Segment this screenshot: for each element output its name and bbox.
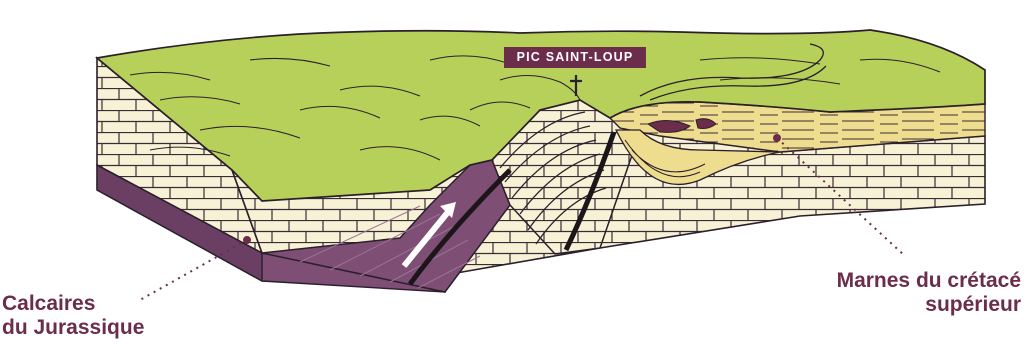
grass-surface [95, 29, 986, 202]
fault-motion-arrow-icon [401, 202, 456, 268]
jurassic-limestone-label: Calcaires du Jurassique [2, 292, 144, 340]
jurassic-label-line-2: du Jurassique [2, 316, 145, 339]
marl-label-line-1: Marnes du crétacé [836, 269, 1021, 292]
purple-outcrop-small [646, 120, 691, 133]
purple-outcrop-tiny [695, 118, 717, 129]
peak-name-tag: PIC SAINT-LOUP [504, 47, 646, 68]
marl-leader-line [776, 137, 906, 257]
cretaceous-marl-label: Marnes du crétacé supérieur [837, 269, 1021, 317]
plateau-contours [639, 43, 827, 101]
thrust-fault-line [407, 168, 512, 286]
normal-fault-line [563, 131, 617, 252]
overthrust-block-hatching [299, 205, 481, 289]
fold-strata-lines [499, 111, 607, 245]
jurassic-label-line-1: Calcaires [2, 292, 96, 315]
marl-label-line-2: supérieur [925, 293, 1021, 316]
summit-cross-icon [570, 75, 582, 96]
terrain-contour-lines [129, 55, 941, 161]
